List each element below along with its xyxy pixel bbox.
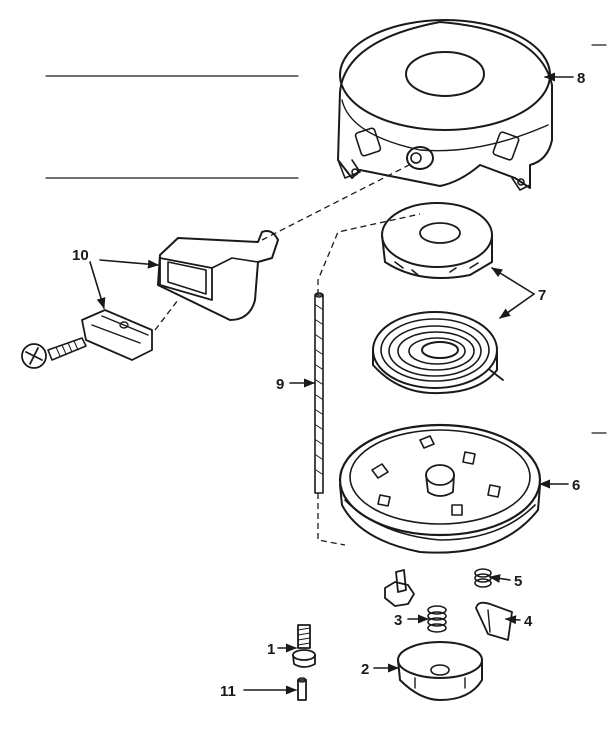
part-11-pin <box>297 677 307 701</box>
part-2-brake-cup <box>397 641 483 701</box>
part-10-handle-insert <box>81 309 153 361</box>
callout-11: 11 <box>220 683 236 700</box>
callout-7: 7 <box>538 287 546 304</box>
part-4-pawl <box>475 601 513 641</box>
part-7-recoil-spring <box>372 311 504 395</box>
part-5-brake-spring <box>474 568 492 588</box>
callout-labels: 8 7 6 9 10 5 4 3 2 1 11 <box>72 70 585 700</box>
callout-leaders <box>89 72 574 695</box>
part-3-spring <box>427 605 447 633</box>
callout-6: 6 <box>572 477 580 494</box>
callout-2: 2 <box>361 661 369 678</box>
assembly-guide-lines <box>154 161 421 546</box>
blank-lines <box>45 44 607 434</box>
callout-5: 5 <box>514 573 522 590</box>
handle-screw <box>21 337 87 369</box>
callout-8: 8 <box>577 70 585 87</box>
callout-9: 9 <box>276 376 284 393</box>
callout-3: 3 <box>394 612 402 629</box>
part-9-starter-rope <box>314 292 324 494</box>
pivot-pin <box>384 569 415 607</box>
callout-4: 4 <box>524 613 533 630</box>
part-10-starter-handle <box>157 230 279 321</box>
callout-1: 1 <box>267 641 275 658</box>
callout-10: 10 <box>72 247 89 264</box>
part-1-screw <box>292 624 316 668</box>
part-8-starter-housing <box>337 19 553 191</box>
part-6-rope-pulley <box>338 423 542 554</box>
part-7-spring-retainer <box>381 202 493 280</box>
